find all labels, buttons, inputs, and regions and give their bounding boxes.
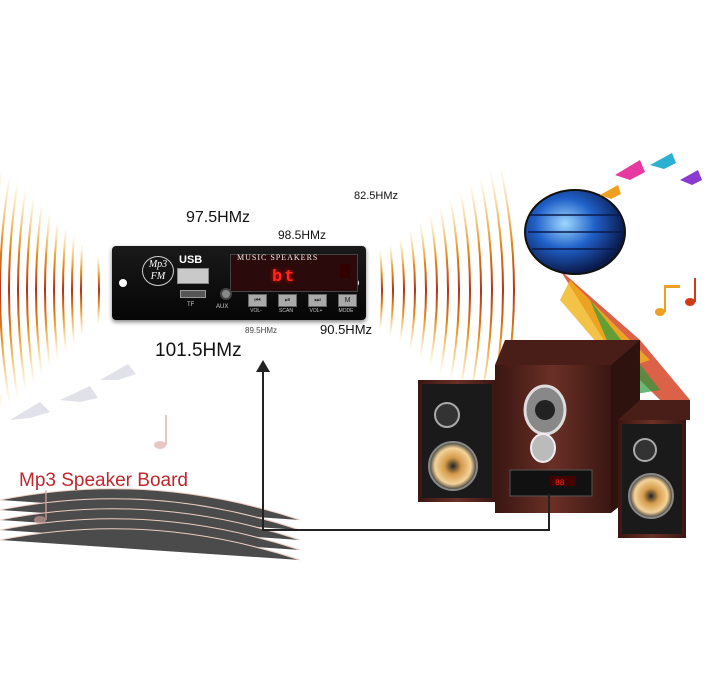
- ir-receiver: [340, 264, 350, 278]
- music-staff-decoration: [0, 488, 301, 561]
- button-label: SCAN: [279, 308, 293, 314]
- product-title: Mp3 Speaker Board: [19, 470, 188, 491]
- led-readout: bt: [272, 268, 297, 287]
- brand-line2: FM: [150, 271, 166, 282]
- button-label: MODE: [338, 308, 354, 314]
- button-label: VOL-: [250, 308, 262, 314]
- brand-line1: Mp3: [148, 259, 168, 270]
- button-label: VOL+: [309, 308, 323, 314]
- svg-text:88: 88: [555, 479, 565, 488]
- colorful-birds: [600, 153, 702, 199]
- connector-arrowhead: [256, 360, 270, 372]
- right-sound-waves: [379, 165, 515, 415]
- led-display-panel: [230, 254, 358, 292]
- display-title: MUSIC SPEAKERS: [237, 253, 319, 262]
- next-button: ⏭: [308, 294, 327, 307]
- frequency-label: 90.5HMz: [320, 322, 373, 337]
- aux-label: AUX: [216, 304, 229, 310]
- connector-line-horizontal: [262, 529, 550, 531]
- usb-port: [177, 268, 209, 284]
- right-music-notes: [655, 278, 696, 316]
- left-speaker: [418, 380, 496, 502]
- frequency-label: 97.5HMz: [186, 209, 251, 226]
- mp3-decoder-board: Mp3 FM USB TF AUX MUSIC SPEAKERS bt ⏮ ⏯ …: [112, 246, 366, 320]
- connector-line-vertical: [262, 370, 264, 530]
- left-sound-waves: [0, 169, 100, 411]
- frequency-label: 101.5HMz: [155, 340, 242, 361]
- frequency-label: 89.5HMz: [245, 326, 278, 335]
- tf-card-slot: [180, 290, 206, 298]
- subwoofer: 88: [495, 340, 640, 513]
- mode-button: M: [338, 294, 357, 307]
- play-pause-button: ⏯: [278, 294, 297, 307]
- brand-logo: Mp3 FM: [142, 256, 174, 286]
- right-speaker: [618, 400, 690, 538]
- usb-label: USB: [179, 254, 203, 266]
- tf-label: TF: [187, 302, 195, 308]
- frequency-label: 82.5HMz: [354, 190, 399, 202]
- birds-decoration: [10, 364, 136, 420]
- music-notes-decoration: [34, 415, 167, 524]
- mounting-hole: [119, 279, 127, 287]
- prev-button: ⏮: [248, 294, 267, 307]
- connector-line-to-speaker: [548, 494, 550, 530]
- aux-jack: [220, 288, 232, 300]
- frequency-label: 98.5HMz: [278, 228, 327, 242]
